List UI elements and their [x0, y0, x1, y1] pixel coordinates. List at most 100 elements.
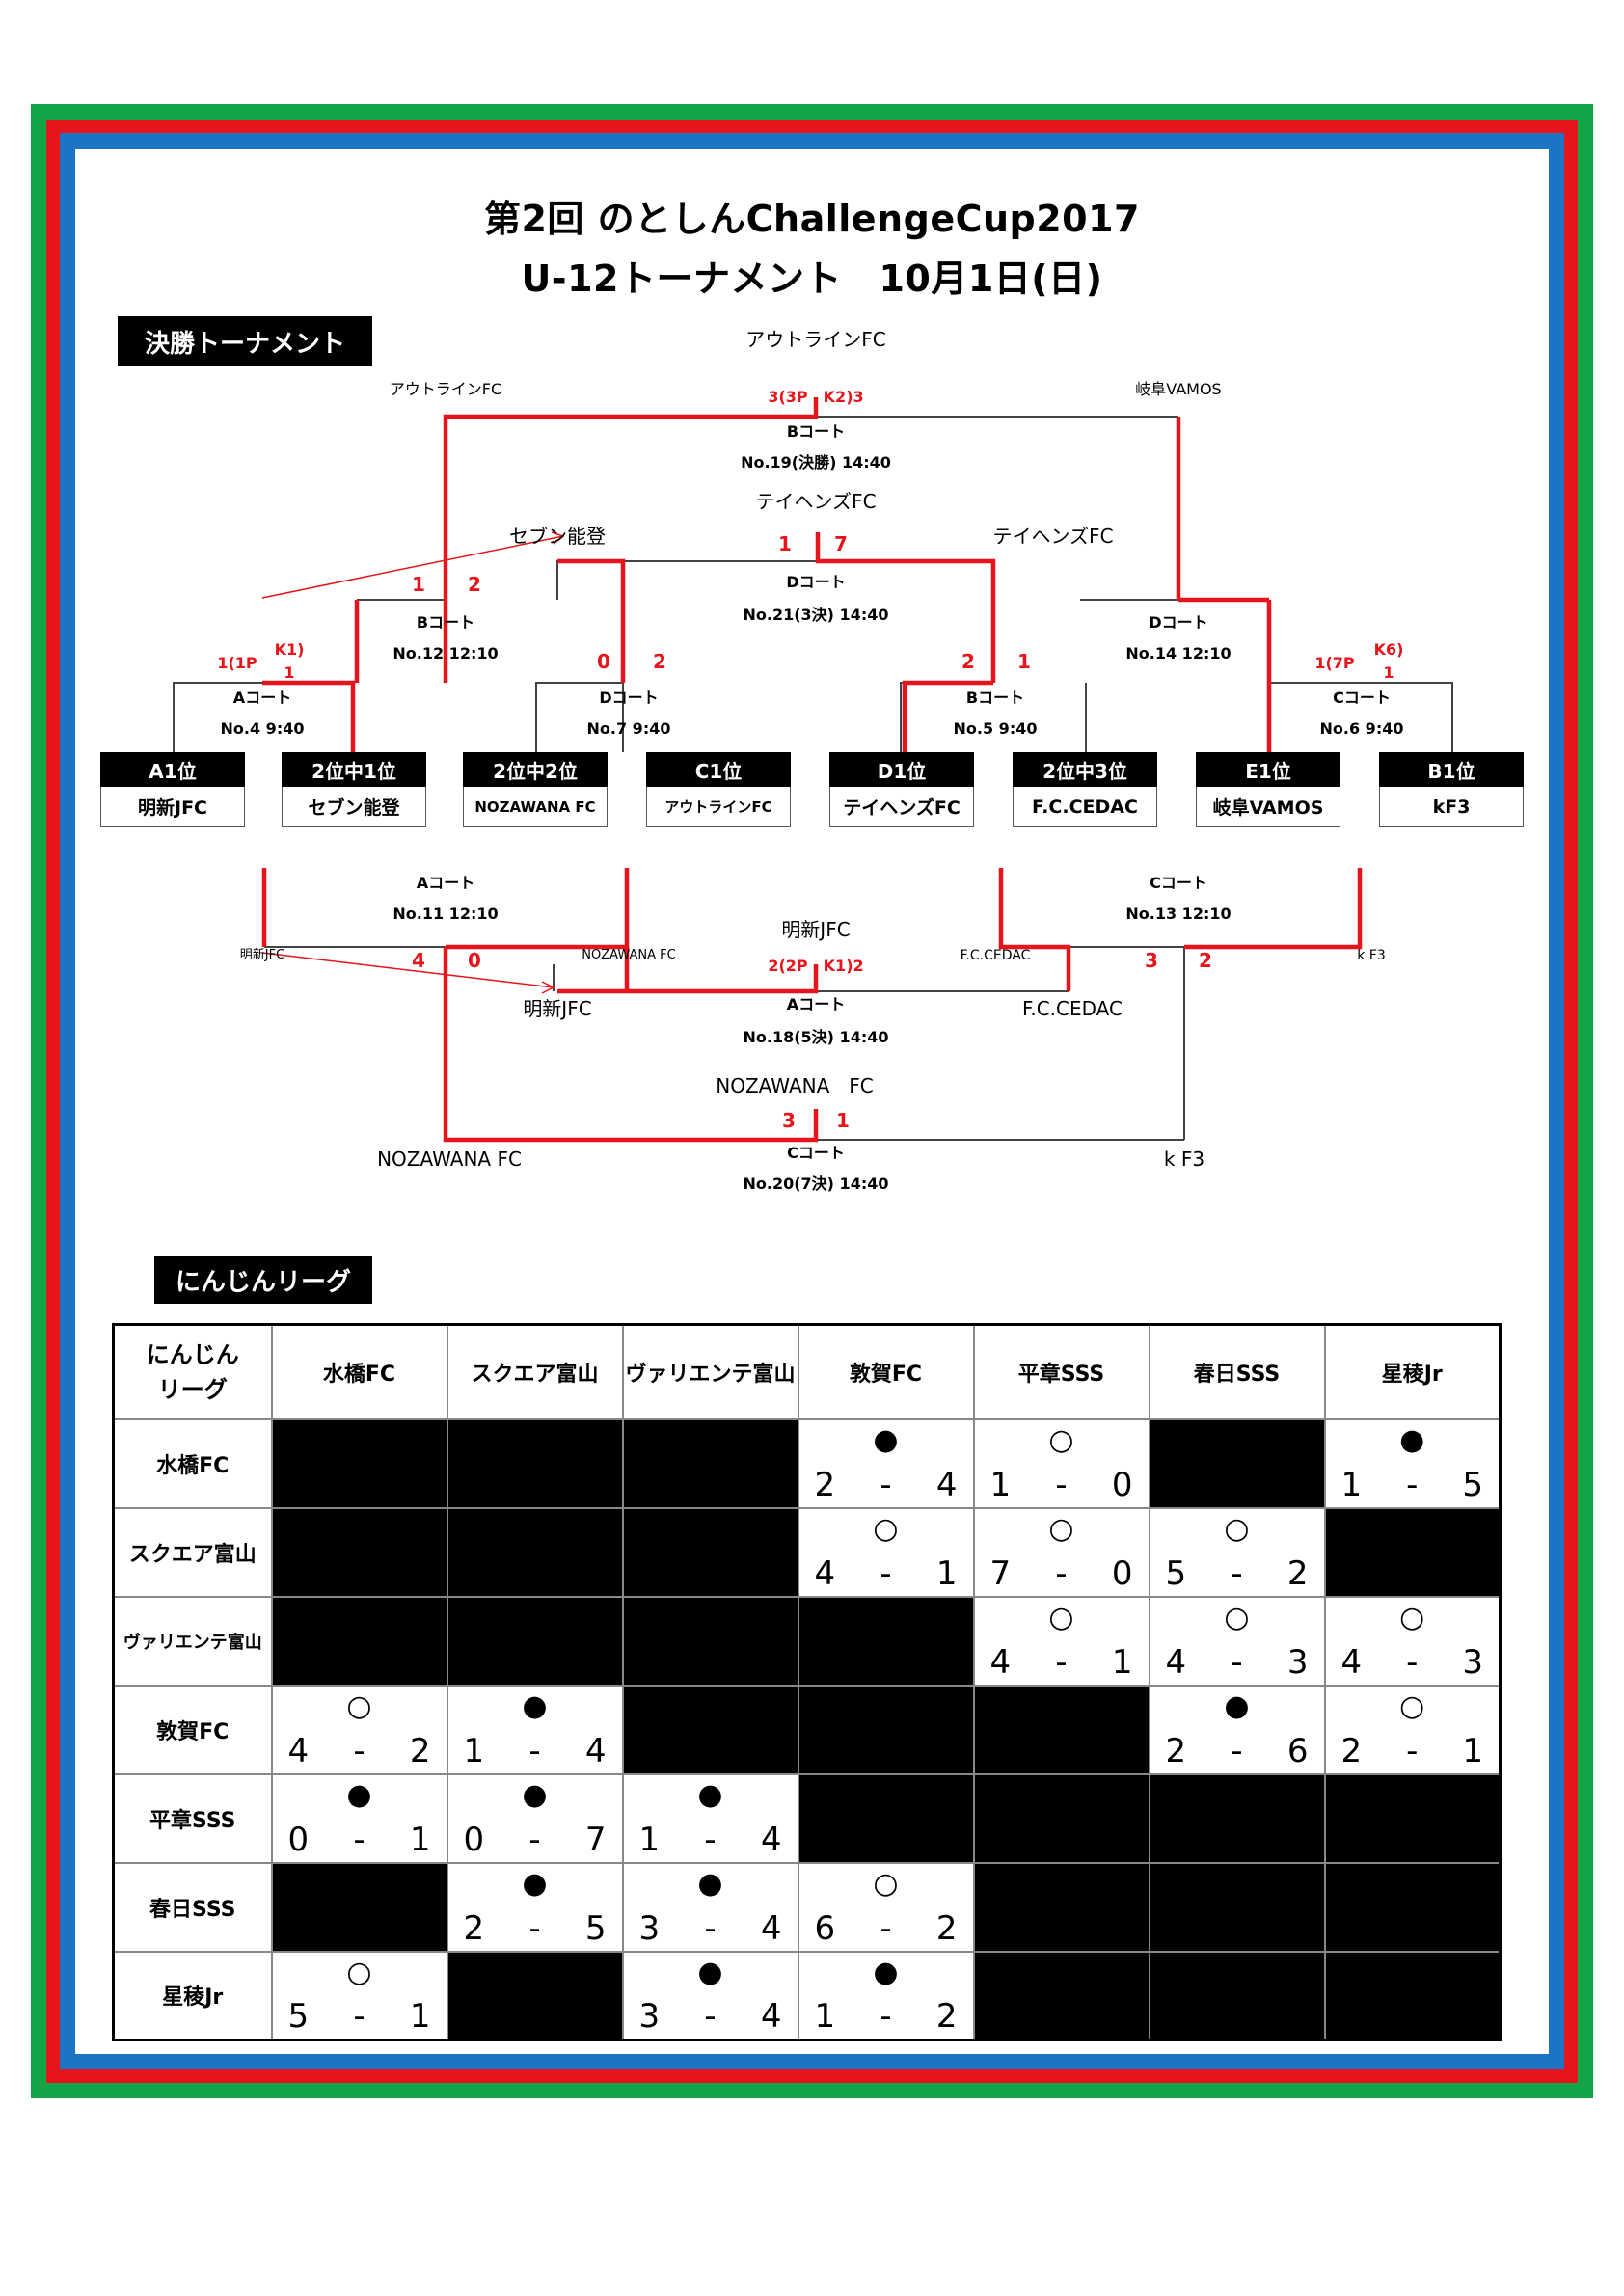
win-mark-icon: ○: [1399, 1600, 1425, 1634]
league-cell-result: ●2-4: [797, 1418, 975, 1509]
score-home: 6: [814, 1908, 836, 1948]
border-green: [31, 104, 1593, 2098]
score-away: 1: [935, 1553, 958, 1593]
m4-score-right: K1): [274, 640, 305, 659]
col-header: 春日SSS: [1148, 1323, 1326, 1420]
corner-line1: にんじん: [146, 1340, 239, 1368]
fifth-info: No.18(5決) 14:40: [743, 1028, 889, 1046]
score-home: 5: [1165, 1553, 1187, 1593]
league-cell-result: ●1-2: [797, 1950, 975, 2041]
m4-court: Aコート: [232, 689, 292, 707]
seed-second-1: 2位中1位 セブン能登: [282, 752, 426, 829]
seed-e1: E1位 岐阜VAMOS: [1196, 752, 1340, 829]
score-away: 4: [760, 1908, 782, 1948]
score-dash: -: [528, 1908, 541, 1948]
score-dash: -: [704, 1820, 717, 1859]
border-blue: [60, 133, 1564, 2069]
league-cell-blank: [621, 1684, 799, 1775]
m6-score-left: 1(7P: [1314, 654, 1355, 672]
col-header: 水橋FC: [270, 1323, 448, 1420]
col-header: 敦賀FC: [797, 1323, 975, 1420]
col-header: ヴァリエンテ富山: [621, 1323, 799, 1420]
score-home: 1: [463, 1731, 485, 1770]
fifth-court: Aコート: [786, 995, 846, 1013]
seed-team: アウトラインFC: [646, 787, 791, 827]
score-away: 4: [935, 1465, 958, 1504]
league-cell-result: ●0-7: [446, 1772, 624, 1864]
score-away: 4: [760, 1820, 782, 1859]
m5-score-left: 2: [961, 650, 975, 673]
league-cell-blank: [1148, 1950, 1326, 2041]
loss-mark-icon: ●: [346, 1777, 372, 1812]
m6-score-right: K6): [1373, 640, 1404, 659]
league-cell-result: ○1-0: [972, 1418, 1150, 1509]
seed-label: E1位: [1196, 752, 1340, 787]
seed-label: B1位: [1379, 752, 1524, 787]
col-header: 平章SSS: [972, 1323, 1150, 1420]
league-cell-blank: [797, 1684, 975, 1775]
seventh-info: No.20(7決) 14:40: [743, 1175, 889, 1193]
m11-left-team: 明新JFC: [239, 948, 285, 962]
win-mark-icon: ○: [873, 1511, 899, 1546]
score-dash: -: [704, 1997, 717, 2036]
row-header: 平章SSS: [112, 1772, 273, 1864]
m13-right-team: k F3: [1357, 948, 1386, 963]
score-away: 2: [1286, 1553, 1309, 1593]
m13-left-team: F.C.CEDAC: [960, 948, 1031, 963]
m11-info: No.11 12:10: [392, 905, 499, 923]
league-cell-blank: [1148, 1772, 1326, 1864]
score-home: 3: [638, 1908, 661, 1948]
third-right-team: テイヘンズFC: [992, 525, 1114, 548]
seed-b1: B1位 kF3: [1379, 752, 1524, 829]
league-cell-result: ○4-3: [1323, 1595, 1502, 1687]
seed-d1: D1位 テイヘンズFC: [829, 752, 974, 829]
league-cell-blank: [270, 1861, 448, 1953]
league-cell-blank: [621, 1595, 799, 1687]
m14-info: No.14 12:10: [1125, 644, 1232, 662]
seed-second-2: 2位中2位 NOZAWANA FC: [463, 752, 608, 829]
border-red: [46, 120, 1578, 2083]
loss-mark-icon: ●: [1224, 1688, 1250, 1723]
m11-score-left: 4: [412, 949, 425, 972]
score-away: 5: [1462, 1465, 1483, 1504]
league-cell-result: ○6-2: [797, 1861, 975, 1953]
score-away: 3: [1286, 1642, 1309, 1682]
seed-team: NOZAWANA FC: [463, 787, 608, 827]
seed-c1: C1位 アウトラインFC: [646, 752, 791, 829]
seventh-score-right: 1: [836, 1109, 850, 1132]
score-dash: -: [1406, 1731, 1419, 1770]
league-cell-blank: [621, 1506, 799, 1598]
fifth-right-team: F.C.CEDAC: [1022, 997, 1123, 1020]
seed-label: D1位: [829, 752, 974, 787]
score-away: 2: [409, 1731, 431, 1770]
league-row: ヴァリエンテ富山○4-1○4-3○4-3: [112, 1595, 1502, 1687]
final-right-team: 岐阜VAMOS: [1135, 380, 1222, 398]
page-subtitle: U-12トーナメント 10月1日(日): [521, 257, 1103, 300]
score-away: 7: [584, 1820, 607, 1859]
score-dash: -: [1406, 1465, 1419, 1504]
league-row: スクエア富山○4-1○7-0○5-2: [112, 1506, 1502, 1598]
league-cell-blank: [270, 1595, 448, 1687]
league-cell-blank: [270, 1506, 448, 1598]
m6-court: Cコート: [1333, 689, 1391, 707]
final-left-team: アウトラインFC: [389, 380, 502, 398]
league-cell-blank: [1323, 1950, 1502, 2041]
league-cell-result: ○4-1: [972, 1595, 1150, 1687]
m12-score-right: 2: [468, 573, 481, 596]
third-score-right: 7: [834, 532, 848, 555]
win-mark-icon: ○: [1048, 1511, 1074, 1546]
m4-score-right2: 1: [284, 663, 295, 682]
league-row: 敦賀FC○4-2●1-4●2-6○2-1: [112, 1684, 1502, 1775]
score-home: 2: [1165, 1731, 1187, 1770]
row-header: 春日SSS: [112, 1861, 273, 1953]
seventh-court: Cコート: [787, 1144, 845, 1162]
row-header: 水橋FC: [112, 1418, 273, 1509]
fifth-score: 2(2P K1)2: [768, 957, 864, 975]
league-cell-result: ●3-4: [621, 1950, 799, 2041]
score-home: 4: [1165, 1642, 1187, 1682]
score-home: 4: [1340, 1642, 1363, 1682]
score-dash: -: [528, 1820, 541, 1859]
loss-mark-icon: ●: [697, 1866, 723, 1901]
final-info: No.19(決勝) 14:40: [741, 453, 891, 472]
league-cell-blank: [797, 1595, 975, 1687]
